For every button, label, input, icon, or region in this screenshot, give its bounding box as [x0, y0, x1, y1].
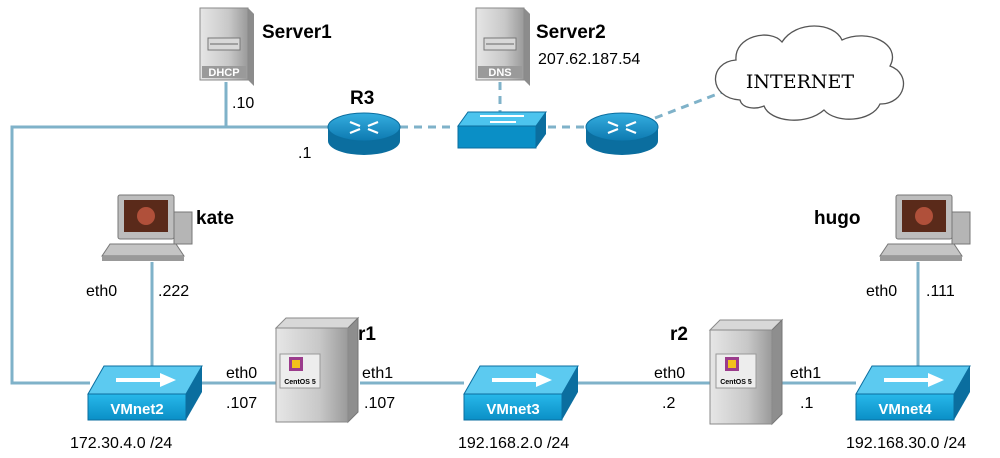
border-router-icon — [585, 112, 659, 142]
hub-switch — [457, 111, 547, 149]
internet-label: INTERNET — [746, 71, 854, 93]
internet-cloud: INTERNET — [714, 25, 905, 121]
r1-eth0-ip: .107 — [226, 395, 257, 412]
r1-os-badge: CentOS 5 — [284, 379, 316, 386]
vmnet4-label: VMnet4 — [878, 401, 932, 418]
router-r1: CentOS 5 — [274, 316, 360, 424]
vmnet2-subnet: 172.30.4.0 /24 — [70, 435, 172, 452]
vmnet4-subnet: 192.168.30.0 /24 — [846, 435, 966, 452]
vmnet3-subnet: 192.168.2.0 /24 — [458, 435, 569, 452]
router-r3-name: R3 — [350, 88, 374, 109]
vmnet2-label: VMnet2 — [110, 401, 163, 418]
r2-eth1-iface: eth1 — [790, 365, 821, 382]
server2: DNS — [475, 7, 530, 86]
link-left-loop — [10, 125, 328, 385]
vmnet3-arrow-icon — [492, 373, 552, 387]
hugo-name: hugo — [814, 208, 860, 229]
server1-name: Server1 — [262, 22, 332, 43]
server2-ip: 207.62.187.54 — [538, 51, 640, 68]
vmnet4-switch: VMnet4 — [855, 365, 971, 421]
vmnet3-switch: VMnet3 — [463, 365, 579, 421]
border-router — [585, 112, 659, 155]
vmnet4-arrow-icon — [884, 373, 944, 387]
r2-name: r2 — [670, 324, 688, 345]
vmnet2-arrow-icon — [116, 373, 176, 387]
host-kate — [101, 194, 193, 261]
r2-eth1-ip: .1 — [800, 395, 813, 412]
cloud-icon — [714, 25, 905, 121]
r1-eth1-iface: eth1 — [362, 365, 393, 382]
router-r3-ip: .1 — [298, 145, 311, 162]
server1-ip: .10 — [232, 95, 254, 112]
kate-ip: .222 — [158, 283, 189, 300]
router-r3 — [327, 112, 401, 155]
router-r3-icon — [327, 112, 401, 142]
server1: DHCP — [199, 7, 254, 86]
server2-name: Server2 — [536, 22, 606, 43]
r1-name: r1 — [358, 324, 376, 345]
host-hugo — [879, 194, 971, 261]
r2-os-badge: CentOS 5 — [720, 379, 752, 386]
vmnet2-switch: VMnet2 — [87, 365, 203, 421]
r2-eth0-ip: .2 — [662, 395, 675, 412]
server1-badge: DHCP — [208, 67, 239, 79]
r1-eth1-ip: .107 — [364, 395, 395, 412]
kate-iface: eth0 — [86, 283, 117, 300]
hugo-ip: .111 — [926, 283, 955, 300]
vmnet3-label: VMnet3 — [486, 401, 539, 418]
router-r2: CentOS 5 — [708, 318, 784, 426]
kate-name: kate — [196, 208, 234, 229]
hub-arrows-icon — [480, 115, 524, 123]
hugo-iface: eth0 — [866, 283, 897, 300]
r2-eth0-iface: eth0 — [654, 365, 685, 382]
r1-eth0-iface: eth0 — [226, 365, 257, 382]
server2-badge: DNS — [488, 67, 511, 79]
